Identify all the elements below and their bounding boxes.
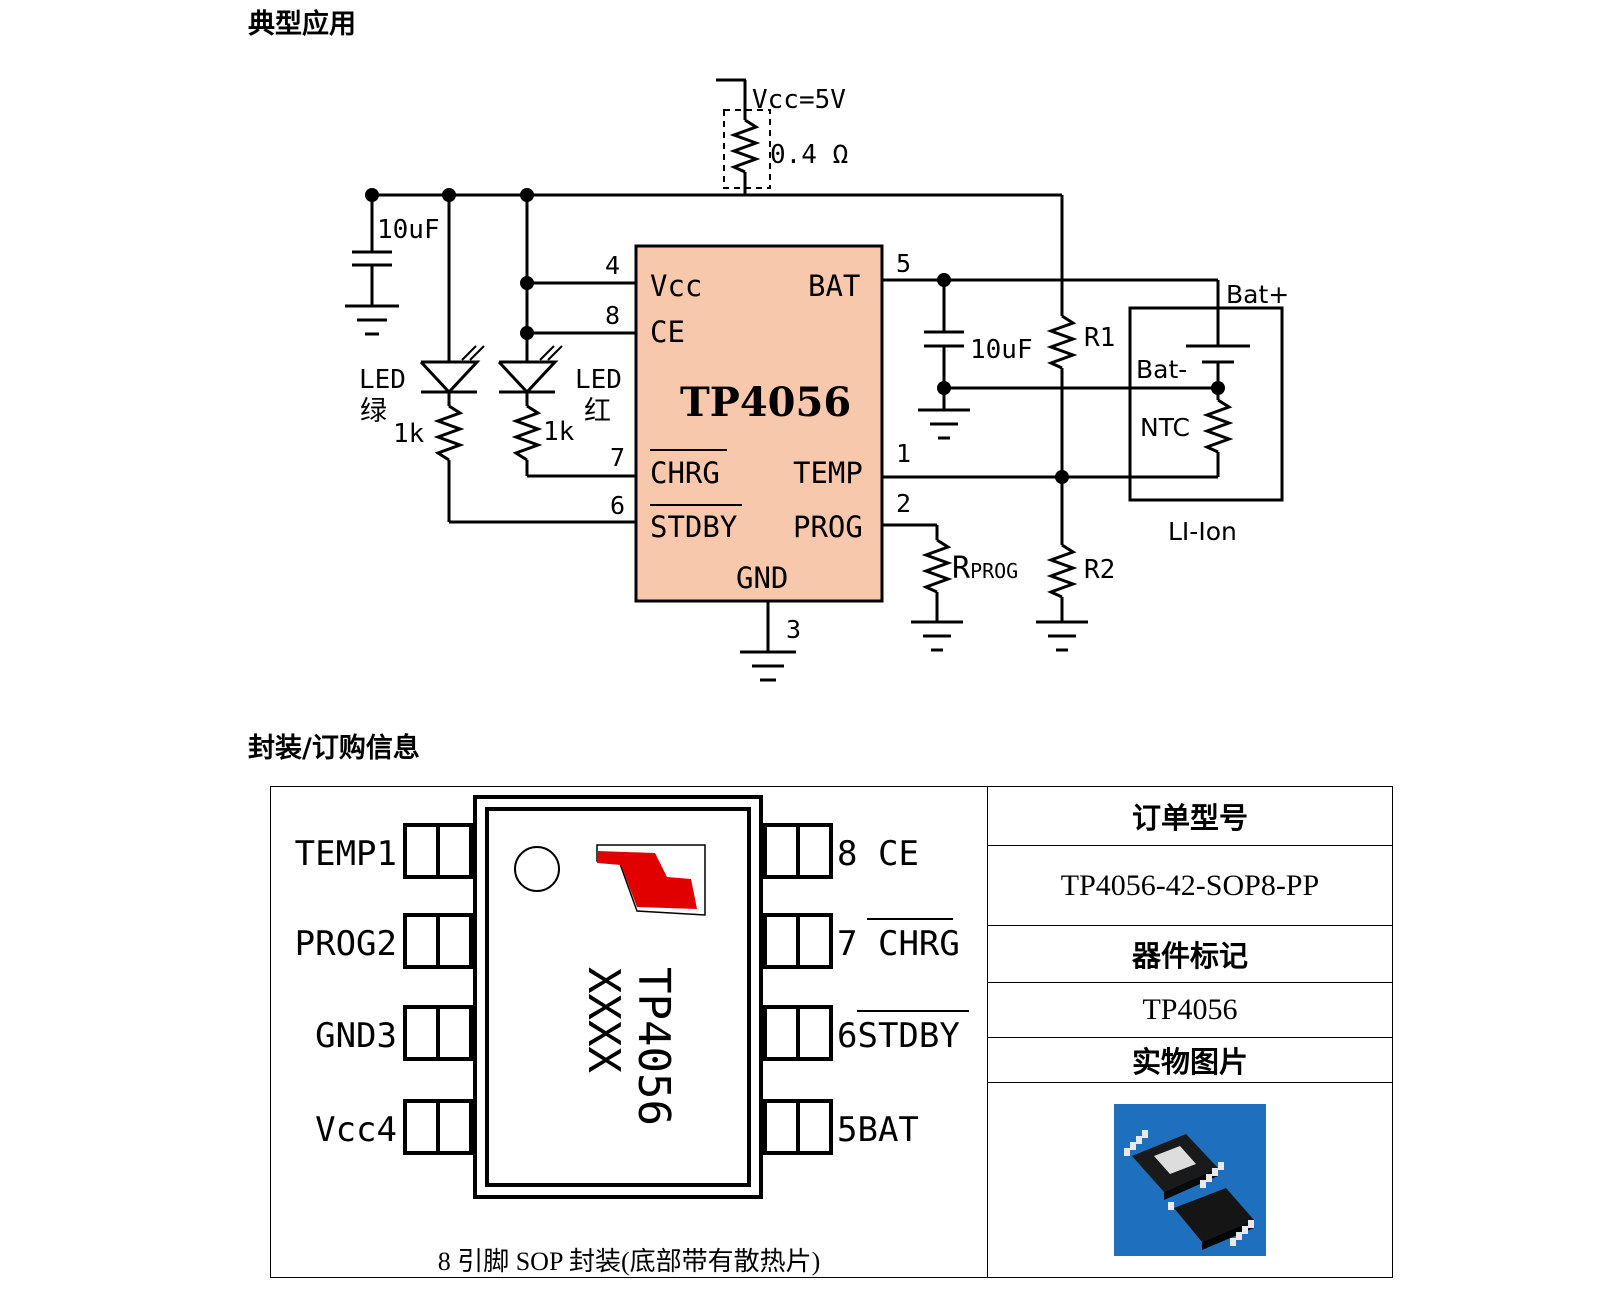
led-green-color-label: 绿 xyxy=(360,396,387,427)
pin-number-3: 3 xyxy=(786,615,801,644)
chip-pin-chrg-label: CHRG xyxy=(650,456,720,490)
left-pin-3-label: GND3 xyxy=(315,1016,397,1056)
marking-header-cell: 器件标记 xyxy=(987,925,1393,984)
led-light-arrows xyxy=(461,345,563,361)
order-value-cell: TP4056-42-SOP8-PP xyxy=(987,845,1393,927)
right-pin-6-label: 6STDBY xyxy=(837,1016,960,1056)
pin-number-6: 6 xyxy=(610,491,625,520)
section-title-package-ordering: 封装/订购信息 xyxy=(248,733,420,764)
package-ordering-table: TEMP1 PROG2 GND3 Vcc4 8 CE 7 CHRG 6STDBY… xyxy=(270,785,1393,1279)
battery-plus-label: Bat+ xyxy=(1226,280,1289,309)
r2-label: R2 xyxy=(1084,555,1115,585)
chip-pin-stdby-label: STDBY xyxy=(650,510,737,544)
chip-photo xyxy=(1114,1103,1266,1256)
input-cap-label: 10uF xyxy=(377,215,440,245)
led-green-label: LED xyxy=(359,365,406,395)
package-inner-outline xyxy=(485,807,751,1187)
sense-resistor-dashed-box xyxy=(723,109,771,189)
left-pin-1-label: TEMP1 xyxy=(295,834,397,874)
ntc-label: NTC xyxy=(1140,413,1190,442)
pin-number-7: 7 xyxy=(610,443,625,472)
right-pins xyxy=(763,823,833,1155)
right-pin-8-label: 8 CE xyxy=(837,834,919,874)
photo-cell xyxy=(987,1081,1393,1279)
chip-pin-gnd-label: GND xyxy=(736,561,788,595)
battery-type-label: LI-Ion xyxy=(1168,517,1237,546)
left-pins xyxy=(403,823,473,1155)
typical-application-schematic: Vcc CE CHRG STDBY BAT TEMP PROG GND TP40… xyxy=(345,78,1289,682)
sense-resistor-label: 0.4 Ω xyxy=(770,140,848,170)
pin-number-4: 4 xyxy=(605,251,620,280)
vcc-supply-label: Vcc=5V xyxy=(752,85,846,115)
photo-header-cell: 实物图片 xyxy=(987,1037,1393,1083)
chip-name: TP4056 xyxy=(680,379,851,426)
chip-pin-vcc-label: Vcc xyxy=(650,269,702,303)
pin-number-2: 2 xyxy=(896,489,911,518)
pin1-dot xyxy=(514,846,560,892)
section-title-typical-application: 典型应用 xyxy=(248,9,356,40)
company-logo-red xyxy=(597,851,697,909)
battery-cap-label: 10uF xyxy=(970,335,1033,365)
package-pinout-cell: TEMP1 PROG2 GND3 Vcc4 8 CE 7 CHRG 6STDBY… xyxy=(270,786,988,1278)
sop8-pinout-drawing: TEMP1 PROG2 GND3 Vcc4 8 CE 7 CHRG 6STDBY… xyxy=(295,795,969,1199)
package-marking-part: TP4056 xyxy=(628,967,679,1126)
marking-value-cell: TP4056 xyxy=(987,982,1393,1039)
pin-number-5: 5 xyxy=(896,249,911,278)
chip-pin-temp-label: TEMP xyxy=(793,456,863,490)
order-header-cell: 订单型号 xyxy=(987,785,1393,847)
pin-number-1: 1 xyxy=(896,439,911,468)
left-pin-2-label: PROG2 xyxy=(295,924,397,964)
right-pin-5-label: 5BAT xyxy=(837,1110,919,1150)
left-pin-4-label: Vcc4 xyxy=(315,1110,397,1150)
chip-pin-ce-label: CE xyxy=(650,315,685,349)
led-red-color-label: 红 xyxy=(584,396,611,427)
package-outline xyxy=(473,795,763,1199)
pin-number-8: 8 xyxy=(605,301,620,330)
right-pin-7-label: 7 CHRG xyxy=(837,924,960,964)
led-red-label: LED xyxy=(575,365,622,395)
battery-pack-box xyxy=(1128,306,1284,502)
chip-pin-prog-label: PROG xyxy=(793,510,863,544)
r1-label: R1 xyxy=(1084,323,1115,353)
package-marking-code: XXXX xyxy=(578,967,629,1073)
led-red-resistor-label: 1k xyxy=(543,417,575,447)
led-green-resistor-label: 1k xyxy=(393,419,425,449)
chip-pin-bat-label: BAT xyxy=(808,269,860,303)
battery-minus-label: Bat- xyxy=(1136,355,1187,384)
rprog-label: RPROG xyxy=(952,551,1018,586)
junction-dots xyxy=(365,188,1225,484)
package-caption: 8 引脚 SOP 封装(底部带有散热片) xyxy=(437,1247,821,1276)
tp4056-chip-body xyxy=(634,244,884,603)
